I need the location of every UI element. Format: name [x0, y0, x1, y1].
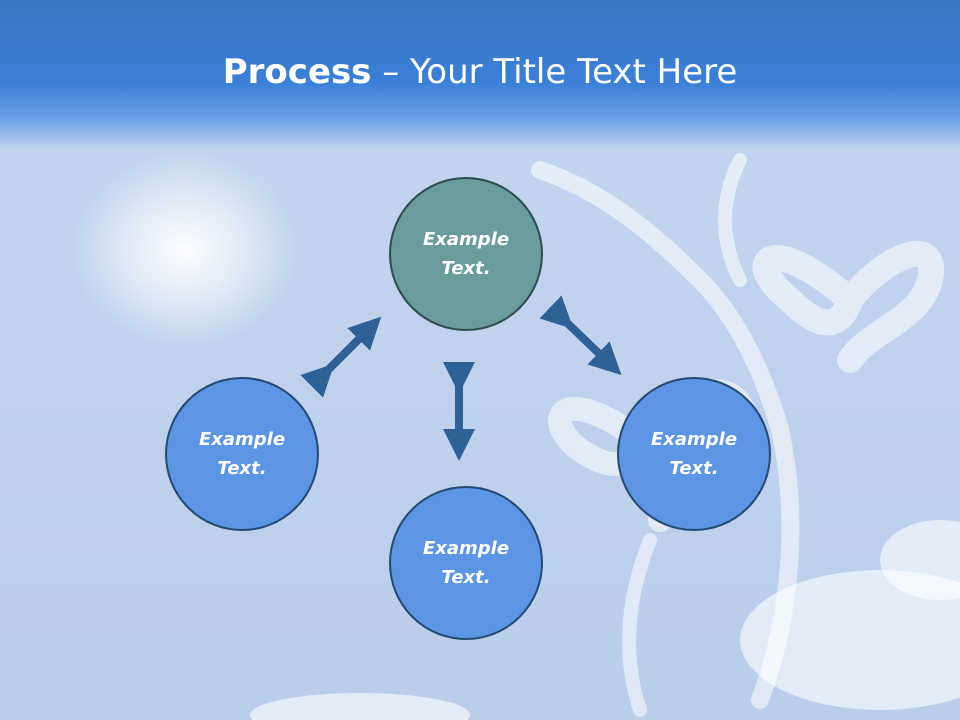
node-bottom: Example Text.: [389, 486, 543, 640]
arrow-top-left: [300, 316, 382, 398]
node-left: Example Text.: [165, 377, 319, 531]
sun-glow: [70, 150, 300, 350]
node-bottom-line1: Example: [422, 538, 510, 559]
node-right-line2: Text.: [669, 458, 719, 479]
node-right: Example Text.: [617, 377, 771, 531]
arrow-top-right: [539, 295, 622, 376]
node-top-line1: Example: [422, 229, 510, 250]
node-right-line1: Example: [650, 429, 738, 450]
node-top-line2: Text.: [441, 258, 491, 279]
title-bold-part: Process: [222, 52, 372, 92]
slide-title: Process – Your Title Text Here: [0, 52, 960, 92]
node-bottom-line2: Text.: [441, 567, 491, 588]
title-rest-part: – Your Title Text Here: [371, 52, 738, 92]
node-top: Example Text.: [389, 177, 543, 331]
header-band: [0, 0, 960, 150]
node-left-line2: Text.: [217, 458, 267, 479]
node-left-line1: Example: [198, 429, 286, 450]
